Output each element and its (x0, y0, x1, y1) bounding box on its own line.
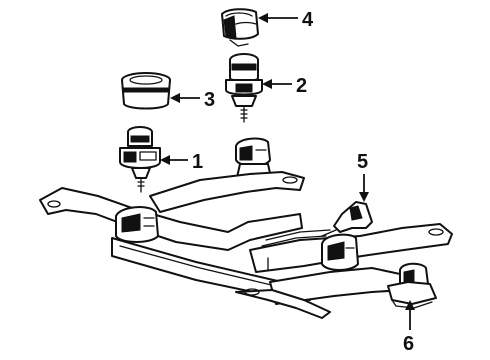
part-1-engine-mount (119, 126, 161, 193)
front-cradle-frame (39, 171, 453, 319)
callout-5: 5 (357, 151, 368, 173)
callout-6: 6 (403, 333, 414, 355)
leader-line-5 (359, 174, 369, 202)
leader-line-4 (258, 13, 298, 23)
leader-line-3 (170, 93, 200, 103)
callout-4: 4 (302, 9, 314, 31)
callout-1: 1 (192, 151, 203, 173)
part-5-bracket (321, 201, 373, 237)
part-4-mount-cap (221, 8, 259, 47)
leader-line-1 (160, 155, 188, 165)
leader-line-2 (262, 79, 292, 89)
part-2-engine-mount (225, 53, 263, 123)
part-3-insulator (121, 72, 171, 110)
leader-line-6 (405, 300, 415, 330)
callout-2: 2 (296, 75, 307, 97)
part-6-mount (387, 262, 437, 309)
callout-3: 3 (204, 89, 215, 111)
